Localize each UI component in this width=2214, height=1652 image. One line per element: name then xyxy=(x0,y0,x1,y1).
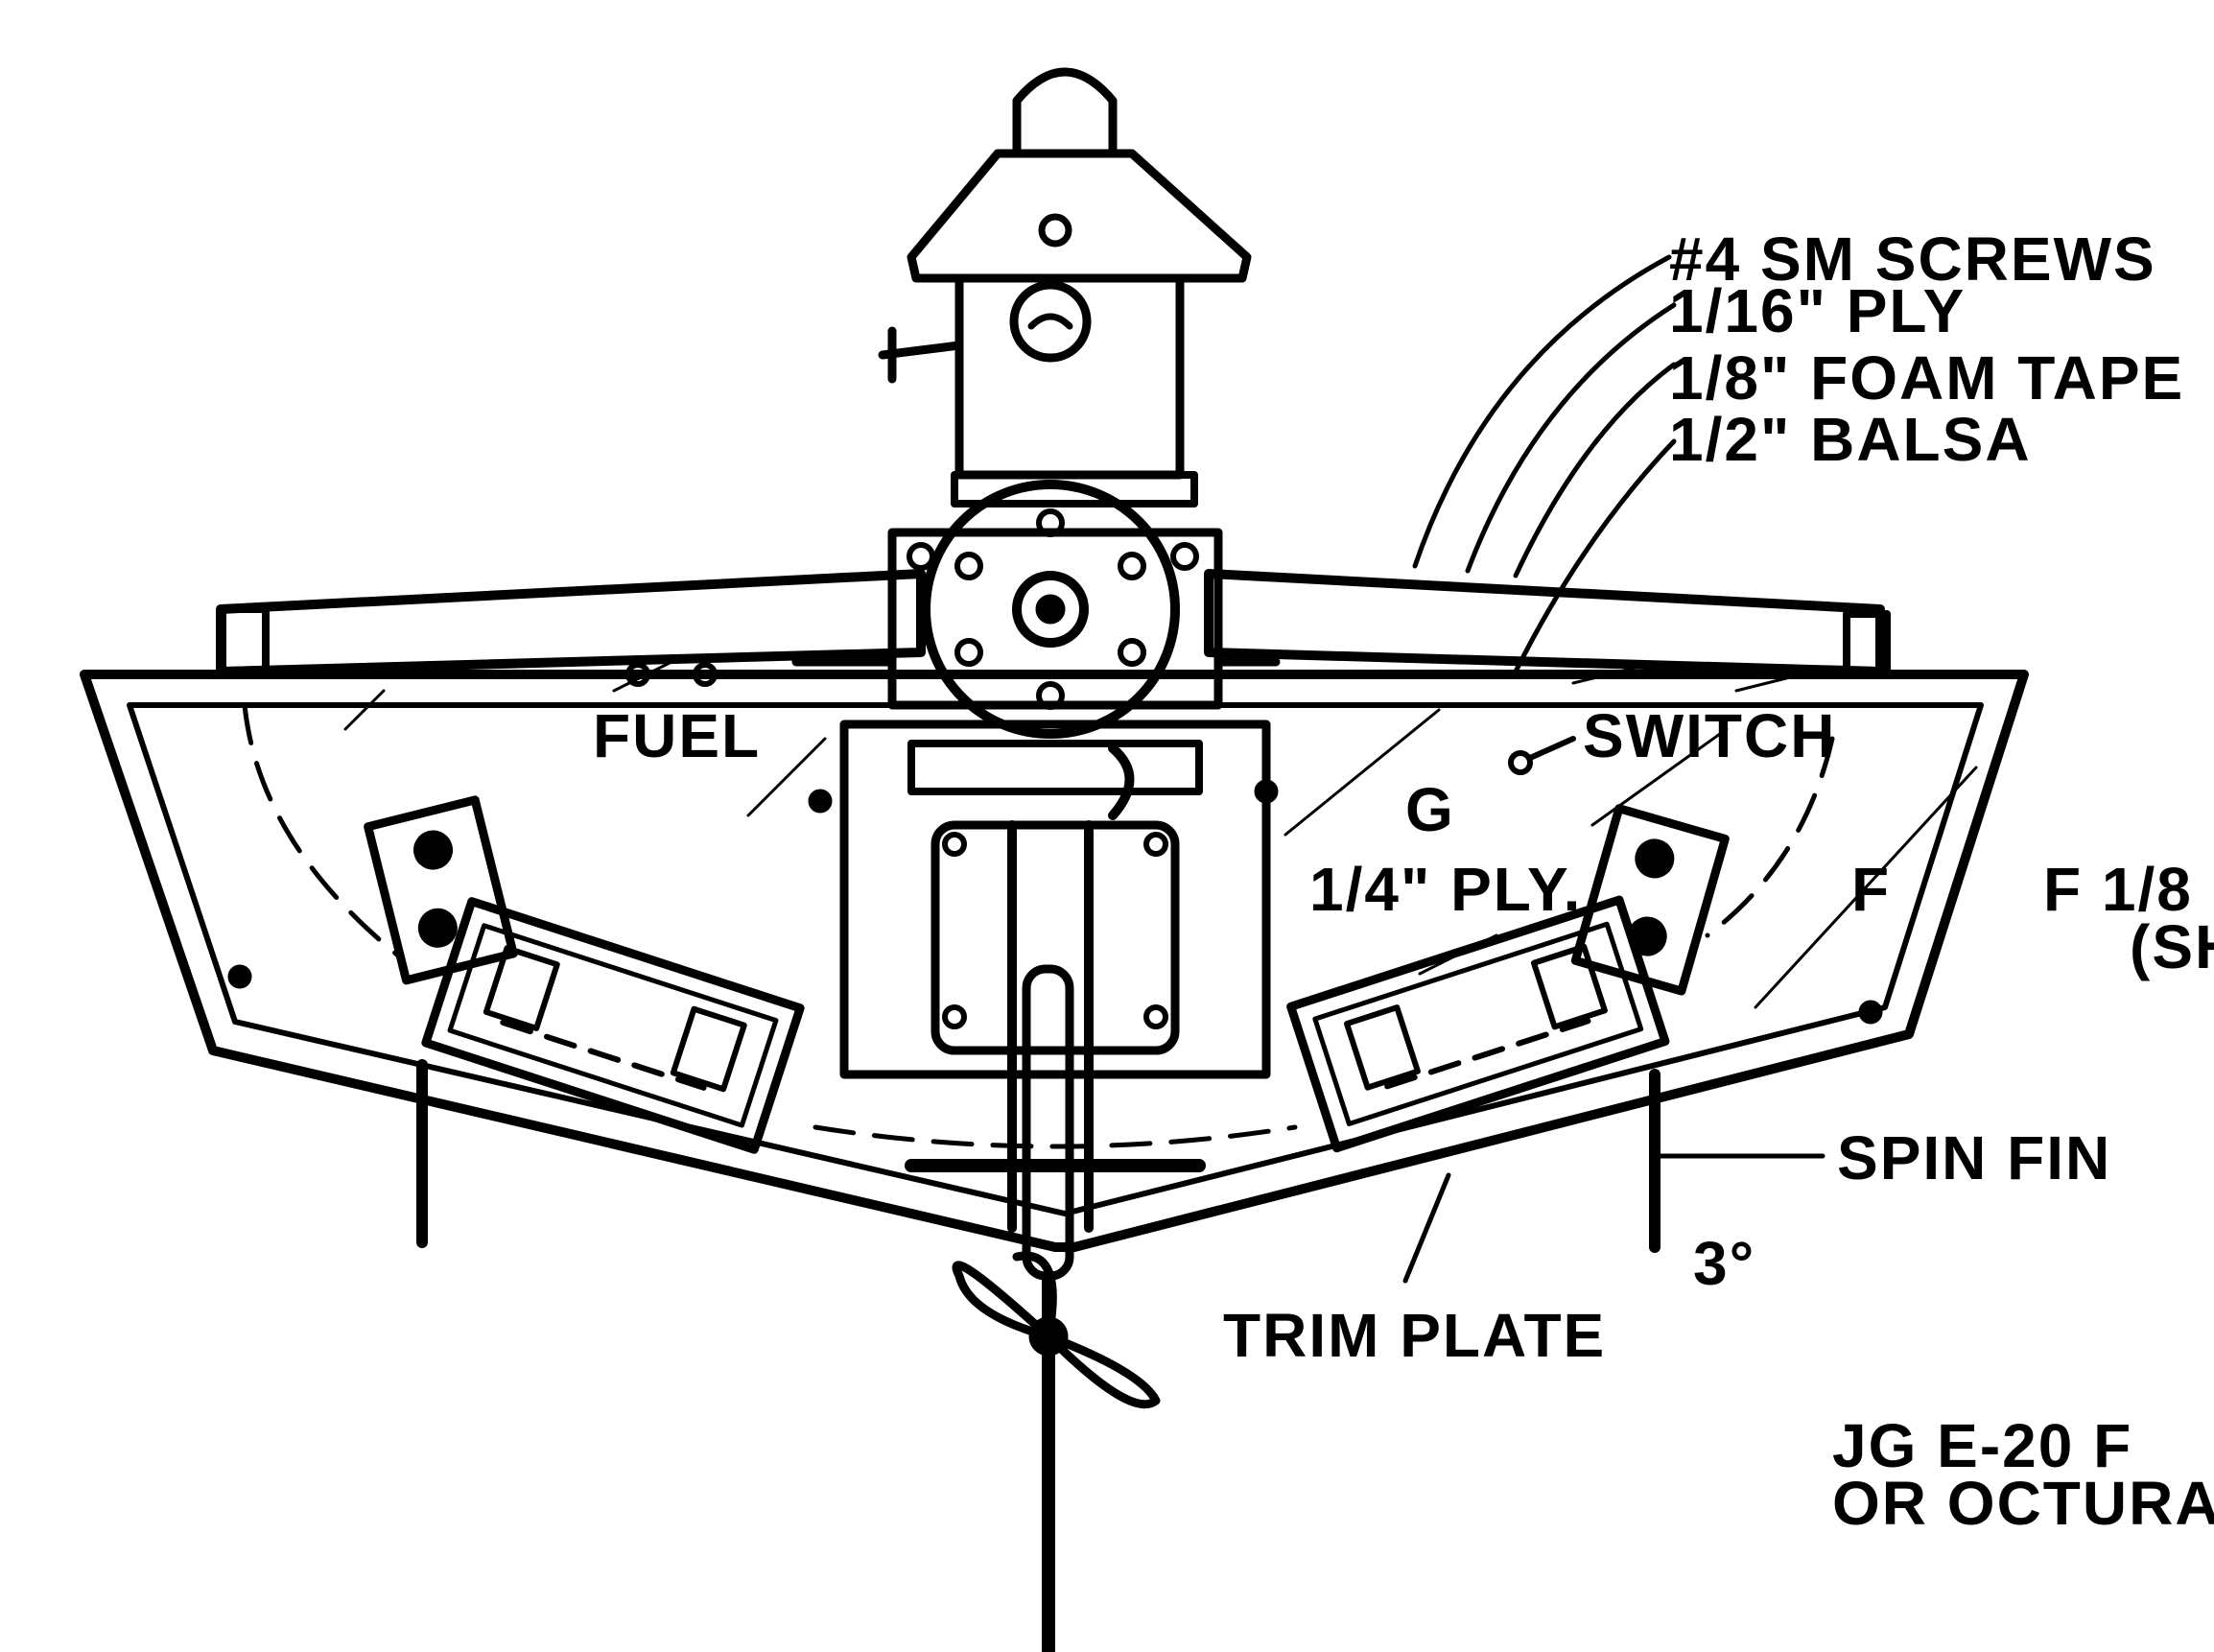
deck-plank xyxy=(216,569,926,676)
screw-dot xyxy=(1858,1000,1883,1025)
label-balsa: 1/2" BALSA xyxy=(1669,405,2032,474)
servo-plate-right xyxy=(1570,804,1730,996)
screw-dot xyxy=(1254,779,1279,804)
label-foam-tape: 1/8" FOAM TAPE xyxy=(1669,343,2185,413)
lower-bolts xyxy=(942,832,1168,1029)
deck-plank-right xyxy=(1204,569,1885,676)
note-engine-line2: OR OCTURA xyxy=(1832,1469,2214,1538)
hull-inner-line xyxy=(127,702,1984,1216)
needle-valve xyxy=(878,326,964,384)
strut-upper xyxy=(1022,964,1074,1281)
callout-leaders xyxy=(1412,254,1677,674)
front-housing xyxy=(921,480,1180,739)
label-trim-plate: TRIM PLATE xyxy=(1223,1301,1607,1370)
fuel-fitting xyxy=(625,662,650,687)
cylinder-head-cone xyxy=(907,149,1252,283)
fittings xyxy=(625,662,1576,775)
hull-side-dashed-left xyxy=(242,702,406,962)
engine-upper-body xyxy=(954,273,1185,480)
engine-lower-inner xyxy=(930,820,1180,1055)
glow-plug xyxy=(1038,213,1072,248)
prop-hub xyxy=(1028,1316,1069,1357)
label-quarter-ply: 1/4" PLY. xyxy=(1309,855,1583,924)
deck-end-block-right xyxy=(1843,610,1891,677)
label-part-g: G xyxy=(1405,775,1455,844)
label-sm-screws: #4 SM SCREWS xyxy=(1669,224,2156,294)
engine-crossbar xyxy=(907,740,1203,795)
switch-lever xyxy=(1527,736,1576,761)
fuel-fitting xyxy=(693,662,718,687)
screw-dot xyxy=(227,964,252,989)
trim-plate-leader xyxy=(1402,1172,1451,1284)
engine-collar xyxy=(951,471,1198,507)
screw-dot xyxy=(808,789,833,814)
switch-knob xyxy=(1508,750,1533,775)
label-switch: SWITCH xyxy=(1583,701,1837,770)
note-f-line1: F 1/8 xyxy=(2043,855,2193,924)
hull-hatching xyxy=(343,660,1978,1009)
crank-hub xyxy=(1012,571,1089,648)
crank-hub-inner xyxy=(1035,594,1066,625)
hull-side-dashed-right xyxy=(1705,736,1835,938)
drive-assembly xyxy=(416,964,1825,1652)
servo-plate-left xyxy=(364,795,518,985)
exhaust-elbow xyxy=(1108,743,1135,820)
engine-lower-block xyxy=(839,720,1271,1079)
label-angle: 3° xyxy=(1693,1229,1756,1298)
hull-bottom-dashed xyxy=(813,1124,1298,1149)
carburetor-slot xyxy=(1027,313,1073,330)
note-f-line2: (SH xyxy=(2130,912,2214,981)
carburetor xyxy=(1009,280,1092,363)
label-part-f: F xyxy=(1851,855,1892,924)
head-cap xyxy=(1012,67,1118,156)
housing-bolts xyxy=(907,508,1199,710)
hull xyxy=(80,569,2029,1252)
hull-outline xyxy=(80,670,2029,1252)
deck-end-block-left xyxy=(219,605,270,675)
label-fuel: FUEL xyxy=(593,701,762,770)
label-ply-sixteenth: 1/16" PLY xyxy=(1669,276,1967,345)
note-engine-line1: JG E-20 F xyxy=(1832,1411,2133,1480)
label-spin-fin: SPIN FIN xyxy=(1837,1123,2112,1192)
